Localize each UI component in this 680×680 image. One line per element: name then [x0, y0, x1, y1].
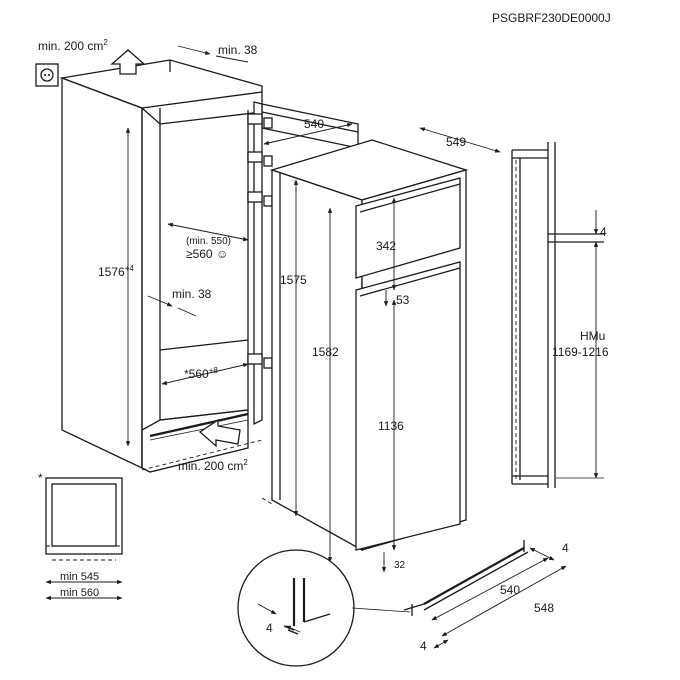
total-height-label: 1582: [312, 345, 339, 359]
min-550-label: (min. 550): [186, 236, 231, 247]
body-height-label: 1575: [280, 273, 307, 287]
gap-top-label: min. 38: [218, 43, 258, 57]
cabinet-niche: [59, 59, 263, 473]
rail-gap-label: 4: [600, 225, 607, 239]
vent-top-label: min. 200 cm2: [38, 38, 108, 53]
detail-4-label: 4: [266, 621, 273, 635]
appliance-depth-label: 549: [446, 135, 466, 149]
niche-height-label: 1576+4: [98, 264, 134, 279]
inset-star: *: [38, 471, 43, 485]
bottom-4b-label: 4: [420, 639, 427, 653]
power-socket-icon: [35, 63, 59, 87]
vent-bottom-arrow-icon: [198, 418, 241, 448]
gap-side-label: min. 38: [172, 287, 212, 301]
door-gap-label: 53: [396, 293, 410, 307]
refrigerator-appliance: [261, 139, 469, 552]
model-code: PSGBRF230DE0000J: [492, 11, 611, 25]
bottom-4a-label: 4: [562, 541, 569, 555]
hmu-range: 1169-1216: [552, 345, 609, 359]
niche-width-label: *560+8: [184, 366, 218, 381]
bottom-548-label: 548: [534, 601, 554, 615]
vent-bottom-label: min. 200 cm2: [178, 458, 248, 473]
inset-niche: [45, 477, 123, 561]
bottom-540-label: 540: [500, 583, 520, 597]
bottom-plan: [403, 540, 529, 616]
freezer-door-label: 342: [376, 239, 396, 253]
inset-min545-label: min 545: [60, 571, 99, 583]
vent-top-arrow-icon: [110, 49, 146, 75]
fridge-door-label: 1136: [378, 419, 404, 433]
detail-circle: [237, 549, 411, 667]
ge-560-label: ≥560 ☺: [186, 247, 228, 261]
inset-min560-label: min 560: [60, 587, 99, 599]
bottom-gap-label: 32: [394, 560, 406, 571]
hmu-label: HMu: [580, 329, 605, 343]
niche-depth-label: 540: [304, 117, 324, 131]
side-rail-profile: [511, 142, 604, 488]
